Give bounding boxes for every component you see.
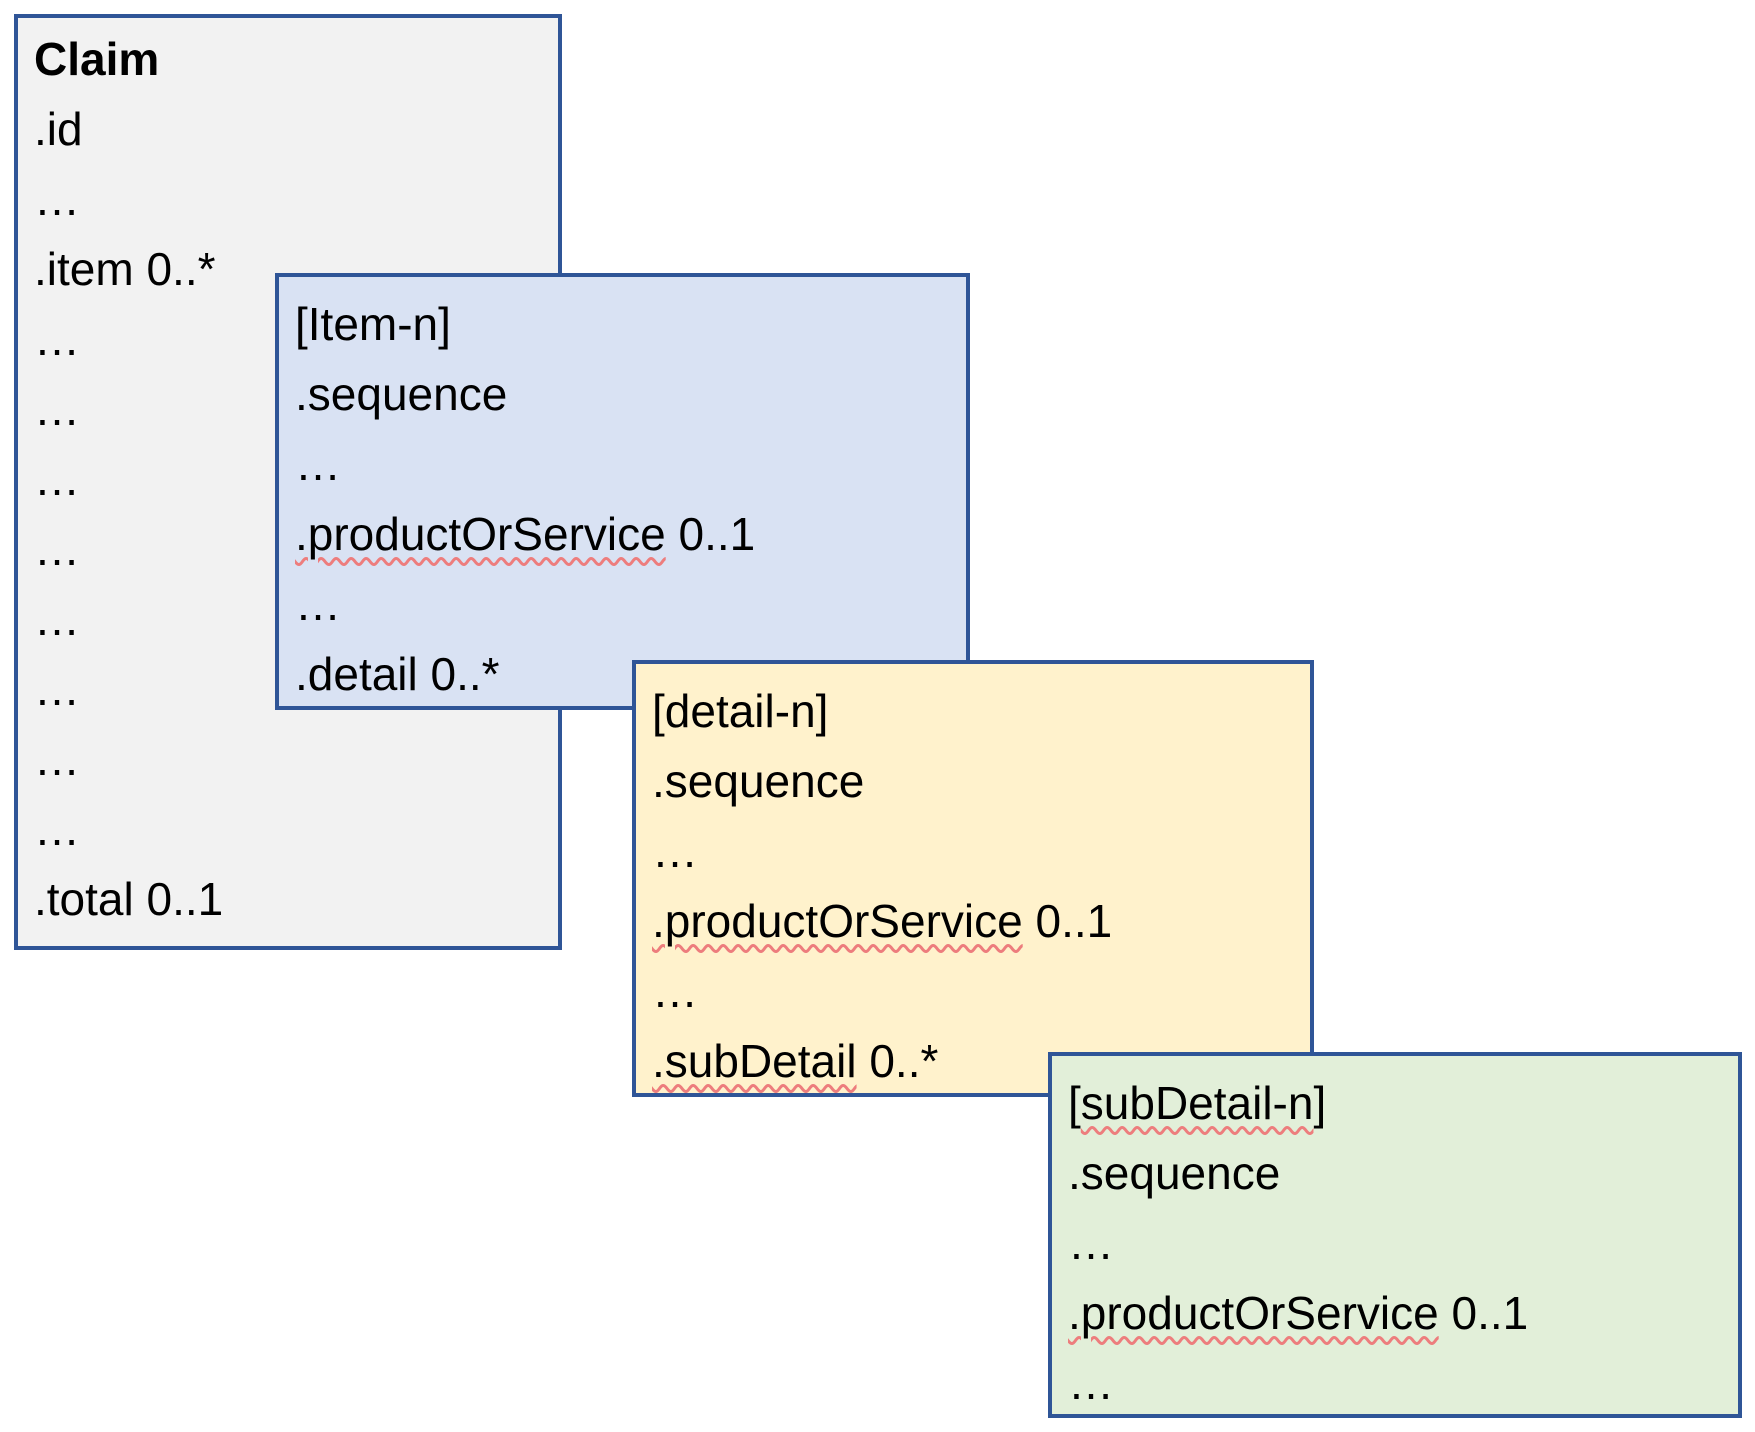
item-box-title: [Item-n]	[295, 298, 451, 350]
ellipsis-line: …	[34, 453, 80, 505]
bracket-close: ]	[1313, 1077, 1327, 1129]
detail-box-title: [detail-n]	[652, 685, 829, 737]
ellipsis-line: …	[652, 825, 698, 877]
ellipsis-line: …	[652, 965, 698, 1017]
field-id: .id	[34, 103, 83, 155]
subdetail-title-token: subDetail-n	[1080, 1077, 1314, 1129]
bracket-open: [	[1068, 1077, 1081, 1129]
field-sequence: .sequence	[295, 368, 508, 420]
subdetail-box-title: [subDetail-n]	[1068, 1068, 1728, 1138]
ellipsis-line: …	[34, 663, 80, 715]
item-box: [Item-n] .sequence … .productOrService 0…	[275, 273, 970, 710]
ellipsis-line: …	[1068, 1217, 1114, 1269]
ellipsis-line: …	[1068, 1357, 1114, 1409]
sub-detail-token: .subDetail	[652, 1035, 857, 1087]
field-product-or-service: .productOrService 0..1	[295, 499, 956, 569]
ellipsis-line: …	[34, 383, 80, 435]
field-sequence: .sequence	[652, 755, 865, 807]
cardinality-suffix: 0..*	[856, 1035, 939, 1087]
ellipsis-line: …	[34, 733, 80, 785]
ellipsis-line: …	[34, 523, 80, 575]
ellipsis-line: …	[34, 313, 80, 365]
cardinality-suffix: 0..1	[1022, 895, 1113, 947]
field-sub-detail: .subDetail 0..*	[652, 1026, 1300, 1096]
ellipsis-line: …	[295, 438, 341, 490]
ellipsis-line: …	[34, 803, 80, 855]
field-item: .item 0..*	[34, 243, 216, 295]
ellipsis-line: …	[34, 173, 80, 225]
product-or-service-token: .productOrService	[295, 508, 666, 560]
field-sequence: .sequence	[1068, 1147, 1281, 1199]
field-product-or-service: .productOrService 0..1	[1068, 1278, 1728, 1348]
subdetail-box: [subDetail-n] .sequence … .productOrServ…	[1048, 1052, 1742, 1418]
field-detail: .detail 0..*	[295, 648, 500, 700]
detail-box: [detail-n] .sequence … .productOrService…	[632, 660, 1314, 1097]
product-or-service-token: .productOrService	[1068, 1287, 1439, 1339]
product-or-service-token: .productOrService	[652, 895, 1023, 947]
field-total: .total 0..1	[34, 873, 224, 925]
cardinality-suffix: 0..1	[1438, 1287, 1529, 1339]
claim-box-title: Claim	[34, 33, 160, 85]
field-product-or-service: .productOrService 0..1	[652, 886, 1300, 956]
ellipsis-line: …	[34, 593, 80, 645]
cardinality-suffix: 0..1	[665, 508, 756, 560]
ellipsis-line: …	[295, 578, 341, 630]
